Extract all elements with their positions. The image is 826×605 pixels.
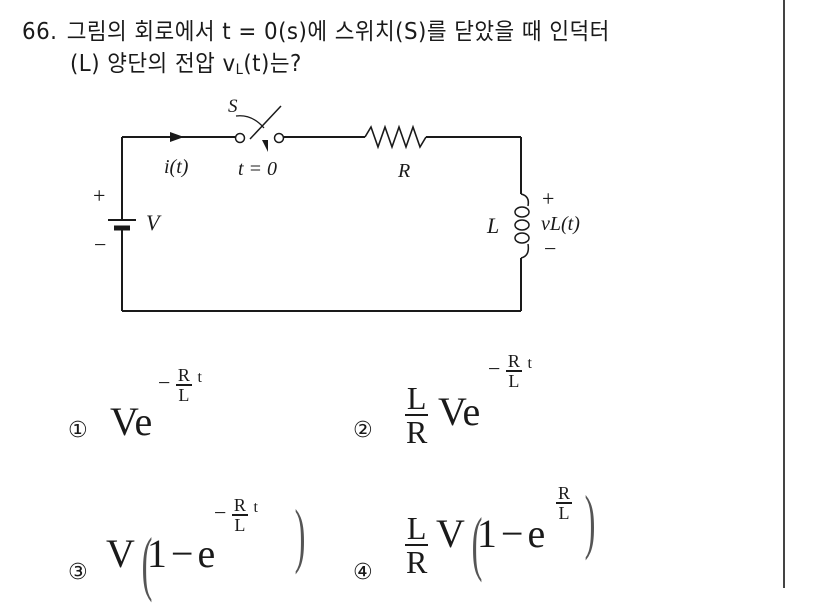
exp-num: R: [231, 495, 248, 516]
question-subscript: L: [235, 62, 244, 78]
option-3-exp-tail: t: [253, 499, 258, 517]
option-4-minus: −: [500, 511, 524, 557]
option-4-e: e: [527, 511, 546, 557]
inductor-lead-top: [520, 193, 530, 207]
option-4-close: ): [578, 480, 602, 563]
option-3-exp-sign: −: [214, 500, 227, 526]
question-number: 66.: [22, 19, 58, 45]
inductor-label: L: [487, 213, 500, 238]
option-4-lead: V: [436, 511, 465, 557]
option-2-formula[interactable]: Ve: [438, 388, 480, 435]
resistor: [364, 124, 427, 150]
option-3-close: ): [288, 494, 312, 577]
page-right-border: [783, 0, 785, 588]
source-label: V: [146, 210, 160, 235]
option-1-mark[interactable]: ①: [68, 418, 88, 443]
inductor-plus-label: +: [542, 186, 555, 211]
source-minus-label: −: [94, 232, 107, 257]
coef-den: R: [406, 414, 428, 450]
question-text-1: 그림의 회로에서 t = 0(s)에 스위치(S)를 닫았을 때 인덕터: [66, 19, 610, 45]
exp-num: R: [556, 483, 573, 504]
exp-den: L: [558, 503, 570, 523]
option-4-close-paren: ): [584, 481, 596, 561]
resistor-label: R: [398, 160, 411, 182]
exp-num: R: [505, 351, 522, 372]
coef-den: R: [406, 544, 428, 580]
coef-num: L: [404, 510, 429, 546]
inductor-voltage-label: vL(t): [541, 213, 580, 235]
switch-label: S: [228, 96, 238, 117]
option-3-e: e: [197, 531, 216, 577]
switch-contact-icon: [262, 140, 268, 152]
switch-blade: [249, 105, 282, 140]
option-2-base: Ve: [438, 389, 481, 434]
exp-num: R: [175, 365, 192, 386]
inductor-turn-3: [514, 232, 530, 244]
switch-label-leader: [235, 115, 265, 129]
exp-den: L: [178, 385, 190, 405]
exp-den: L: [234, 515, 246, 535]
exp-den: L: [508, 371, 520, 391]
option-4-formula[interactable]: V(1−e: [436, 502, 545, 585]
option-1-base: Ve: [110, 399, 153, 444]
option-3-open-paren: (: [141, 523, 153, 603]
option-1-exp-sign: −: [158, 370, 171, 396]
inductor-turn-2: [514, 219, 530, 231]
rl-circuit-diagram: [108, 105, 530, 312]
current-arrow-icon: [170, 132, 184, 142]
option-4-mark[interactable]: ④: [353, 560, 373, 585]
option-2-mark[interactable]: ②: [353, 418, 373, 443]
source-plus-label: +: [93, 183, 106, 208]
option-3-one: 1: [146, 531, 167, 577]
option-2-exp-sign: −: [488, 356, 501, 382]
switch-time-label: t = 0: [238, 158, 278, 180]
option-3-minus: −: [170, 531, 194, 577]
option-4-open-paren: (: [471, 503, 483, 583]
question-line-2: (L) 양단의 전압 vL(t)는?: [70, 44, 302, 78]
option-1-formula[interactable]: Ve: [110, 398, 152, 445]
switch-terminal-right: [273, 132, 285, 144]
question-line-1: 66. 그림의 회로에서 t = 0(s)에 스위치(S)를 닫았을 때 인덕터: [22, 12, 610, 46]
inductor-turn-1: [514, 206, 530, 218]
option-4-one: 1: [476, 511, 497, 557]
question-text-2b: (t)는?: [243, 51, 302, 77]
option-3-mark[interactable]: ③: [68, 560, 88, 585]
inductor-minus-label: −: [544, 236, 557, 261]
question-text-2a: (L) 양단의 전압 v: [70, 51, 236, 77]
option-3-lead: V: [106, 531, 135, 577]
coef-num: L: [404, 380, 429, 416]
current-label: i(t): [164, 156, 189, 178]
option-3-formula[interactable]: V(1−e: [106, 522, 215, 605]
option-2-exp-tail: t: [527, 355, 532, 373]
inductor-lead-bottom: [520, 243, 530, 259]
option-1-exp-tail: t: [197, 369, 202, 387]
option-3-close-paren: ): [294, 495, 306, 575]
switch-terminal-left: [234, 132, 246, 144]
